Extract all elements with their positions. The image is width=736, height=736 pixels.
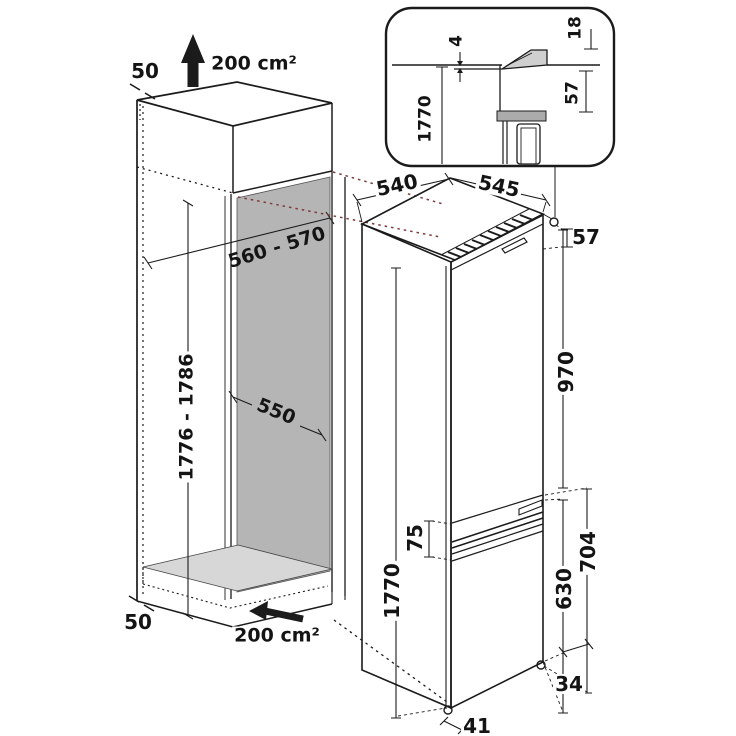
niche-height-label: 1776 - 1786 xyxy=(175,351,198,483)
niche-top-clearance-label: 50 xyxy=(131,59,159,83)
door-gap-label: 75 xyxy=(403,522,427,554)
top-vent-area-label: 200 cm² xyxy=(211,52,297,75)
detail-inset xyxy=(384,6,616,217)
total-height-label: 1770 xyxy=(380,561,404,621)
hinge-offset-label: 57 xyxy=(572,225,600,249)
vent-slots xyxy=(447,214,534,258)
left-arrow-icon xyxy=(249,601,304,623)
niche-drawing xyxy=(128,81,346,628)
bottom-clearance-label: 50 xyxy=(122,610,154,634)
lower-section-height-label: 704 xyxy=(576,529,600,575)
inset-niche-height-label: 1770 xyxy=(415,95,436,143)
lower-door-height-label: 630 xyxy=(552,566,576,612)
rear-foot-offset-label: 34 xyxy=(553,672,585,696)
appliance-drawing xyxy=(360,177,559,715)
inset-top-gap-label: 4 xyxy=(446,35,467,47)
front-foot-offset-label: 41 xyxy=(461,714,493,736)
bottom-vent-area-label: 200 cm² xyxy=(232,624,322,647)
appliance-dimensions xyxy=(352,172,594,735)
projection-lines xyxy=(237,171,448,703)
inset-recess-depth-label: 57 xyxy=(562,81,583,105)
upper-door-height-label: 970 xyxy=(554,349,578,395)
up-arrow-icon xyxy=(181,34,205,87)
inset-door-overlap-label: 18 xyxy=(565,16,586,40)
